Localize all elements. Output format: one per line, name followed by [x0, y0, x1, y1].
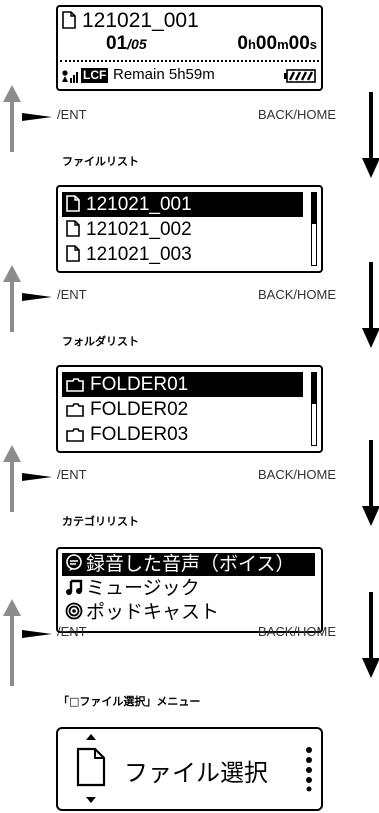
time-hours-unit: h [247, 37, 256, 52]
back-home-label-2: BACK/HOME [258, 287, 337, 302]
up-arrow-4 [3, 599, 21, 686]
category-list-screen: 録音した音声（ボイス） ミュージック ポッドキャスト [56, 547, 323, 633]
section-label-category-list: カテゴリリスト [62, 515, 139, 528]
scroll-up-icon[interactable] [85, 733, 97, 741]
time-seconds-unit: s [309, 37, 317, 52]
music-note-icon [66, 579, 83, 595]
section-label-file-list: ファイルリスト [62, 155, 139, 168]
folder-list-scrollbar[interactable] [311, 372, 317, 446]
menu-label[interactable]: ファイル選択 [124, 759, 268, 787]
file-list-scrollbar[interactable] [311, 192, 317, 266]
file-icon [66, 195, 80, 212]
category-item-label: 録音した音声（ボイス） [86, 553, 295, 575]
down-arrow-3 [362, 440, 379, 526]
enter-arrow-icon-4 [22, 630, 52, 638]
category-item-podcast[interactable]: ポッドキャスト [62, 601, 315, 624]
enter-arrow-icon-3 [22, 473, 52, 481]
player-track-total: /05 [127, 36, 147, 52]
down-arrow-1 [362, 92, 379, 178]
folder-list-item-3[interactable]: FOLDER03 [62, 422, 303, 447]
ent-label-2: /ENT [57, 287, 87, 302]
category-item-label: ミュージック [86, 577, 200, 599]
file-icon [62, 11, 76, 29]
player-divider [60, 60, 319, 62]
category-item-music[interactable]: ミュージック [62, 577, 315, 600]
time-minutes-unit: m [277, 37, 289, 52]
folder-icon [66, 428, 84, 442]
category-item-voice[interactable]: 録音した音声（ボイス） [62, 553, 315, 576]
signal-strength-icon [62, 70, 78, 83]
podcast-icon [65, 602, 83, 620]
up-arrow-3 [3, 445, 21, 512]
media-badge: LCF [81, 68, 109, 83]
file-icon [66, 220, 80, 237]
down-arrow-2 [362, 262, 379, 348]
time-seconds: 00 [288, 33, 310, 54]
file-list-item-label: 121021_002 [86, 219, 192, 240]
enter-arrow-icon-1 [22, 113, 52, 121]
up-arrow-1 [3, 85, 21, 152]
voice-icon [66, 554, 82, 571]
scrollbar-thumb[interactable] [311, 372, 317, 405]
folder-list-item-label: FOLDER02 [90, 399, 189, 420]
folder-list-item-2[interactable]: FOLDER02 [62, 397, 303, 422]
scrollbar-thumb[interactable] [311, 192, 317, 225]
file-icon [66, 245, 80, 262]
file-icon [76, 747, 106, 787]
file-list-item-label: 121021_003 [86, 244, 192, 265]
player-track-counter: 01/05 [106, 33, 147, 55]
player-track-number: 01 [106, 33, 128, 54]
back-home-label-4: BACK/HOME [258, 624, 337, 639]
ent-label-3: /ENT [57, 467, 87, 482]
folder-list-item-label: FOLDER01 [90, 374, 189, 395]
folder-list-screen: FOLDER01 FOLDER02 FOLDER03 [56, 365, 323, 453]
time-minutes: 00 [255, 33, 278, 54]
player-filename-row: 121021_001 [62, 9, 199, 33]
folder-icon [66, 403, 84, 417]
up-arrow-2 [3, 265, 21, 332]
time-hours: 0 [237, 33, 248, 54]
folder-list-item-1[interactable]: FOLDER01 [62, 372, 303, 397]
file-select-menu-screen: ファイル選択 [56, 727, 323, 811]
folder-icon [66, 378, 84, 392]
player-elapsed-time: 0h00m00s [237, 33, 317, 55]
back-home-label-1: BACK/HOME [258, 107, 337, 122]
enter-arrow-icon-2 [22, 293, 52, 301]
scroll-down-icon[interactable] [85, 796, 97, 804]
folder-list-item-label: FOLDER03 [90, 424, 189, 445]
player-filename: 121021_001 [82, 9, 199, 32]
back-home-label-3: BACK/HOME [258, 467, 337, 482]
remaining-time: Remain 5h59m [113, 66, 215, 83]
battery-icon [284, 69, 316, 83]
category-item-label: ポッドキャスト [86, 601, 220, 623]
player-status-row: LCF Remain 5h59m [61, 66, 318, 85]
file-list-item-label: 121021_001 [86, 194, 192, 215]
section-label-file-select-menu: 「□ファイル選択」メニュー [58, 695, 201, 708]
file-list-item-2[interactable]: 121021_002 [62, 217, 303, 242]
more-options-icon[interactable] [305, 746, 313, 792]
file-list-screen: 121021_001 121021_002 121021_003 [56, 185, 323, 273]
file-list-item-1[interactable]: 121021_001 [62, 192, 303, 217]
ent-label-1: /ENT [57, 107, 87, 122]
ent-label-4: /ENT [57, 624, 87, 639]
section-label-folder-list: フォルダリスト [62, 335, 139, 348]
file-list-item-3[interactable]: 121021_003 [62, 242, 303, 267]
player-screen: 121021_001 01/05 0h00m00s LCF Remain 5h5… [56, 5, 323, 91]
down-arrow-4 [362, 592, 379, 678]
